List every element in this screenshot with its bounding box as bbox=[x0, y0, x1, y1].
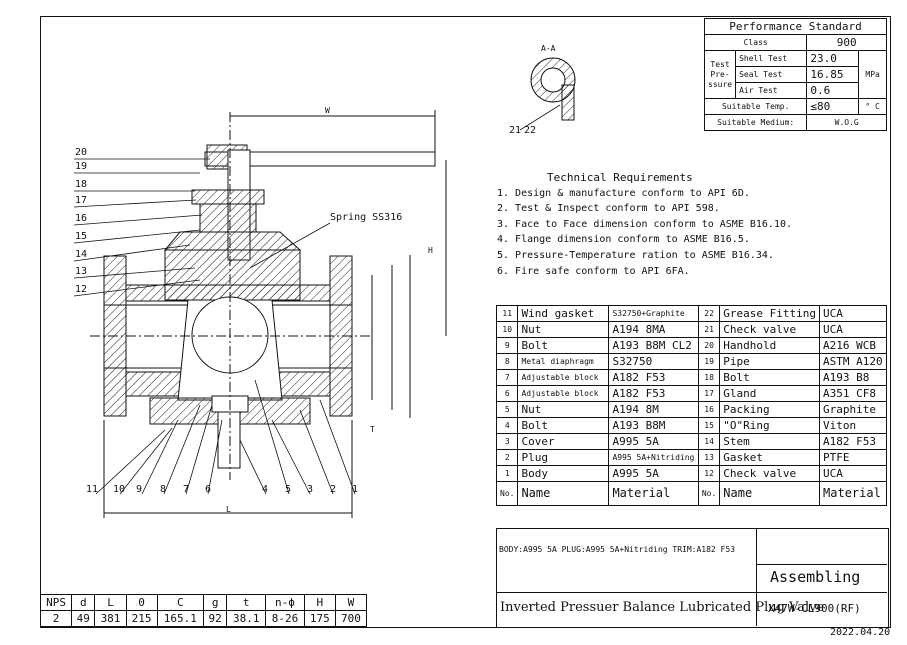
callout-7: 7 bbox=[183, 484, 190, 495]
drawing-frame bbox=[40, 16, 891, 628]
requirement-item: 1. Design & manufacture conform to API 6… bbox=[497, 187, 750, 199]
technical-requirements: Technical Requirements 1. Design & manuf… bbox=[497, 170, 792, 279]
callout-3: 3 bbox=[307, 484, 314, 495]
title-block bbox=[496, 528, 889, 628]
model-number: X47W-CL900(RF) bbox=[768, 602, 861, 615]
callout-20: 20 bbox=[75, 147, 88, 158]
materials-note: BODY:A995 5A PLUG:A995 5A+Nitriding TRIM… bbox=[499, 545, 736, 554]
callout-14: 14 bbox=[75, 249, 88, 260]
callout-8: 8 bbox=[160, 484, 167, 495]
callout-13: 13 bbox=[75, 266, 88, 277]
callout-4: 4 bbox=[262, 484, 269, 495]
callout-6: 6 bbox=[205, 484, 212, 495]
dim-w: W bbox=[325, 106, 330, 115]
callout-12: 12 bbox=[75, 284, 88, 295]
callout-10: 10 bbox=[113, 484, 126, 495]
dim-t: T bbox=[370, 425, 375, 434]
callout-11: 11 bbox=[86, 484, 99, 495]
section-label: A-A bbox=[541, 44, 556, 53]
callout-1: 1 bbox=[352, 484, 359, 495]
requirement-item: 5. Pressure-Temperature ration to ASME B… bbox=[497, 249, 774, 261]
drawing-date: 2022.04.20 bbox=[830, 627, 891, 638]
callout-21: 21 bbox=[509, 125, 522, 136]
assembling-label: Assembling bbox=[770, 568, 861, 586]
callout-15: 15 bbox=[75, 231, 88, 242]
requirement-item: 4. Flange dimension conform to ASME B16.… bbox=[497, 234, 750, 246]
callout-5: 5 bbox=[285, 484, 292, 495]
callout-18: 18 bbox=[75, 179, 88, 190]
callout-19: 19 bbox=[75, 161, 88, 172]
callout-16: 16 bbox=[75, 213, 88, 224]
requirement-item: 6. Fire safe conform to API 6FA. bbox=[497, 265, 690, 277]
callout-22: 22 bbox=[524, 125, 537, 136]
callout-9: 9 bbox=[136, 484, 143, 495]
dim-h: H bbox=[428, 246, 433, 255]
callout-2: 2 bbox=[330, 484, 337, 495]
callout-spring: Spring SS316 bbox=[330, 212, 403, 223]
dim-l: L bbox=[226, 505, 231, 514]
requirement-item: 3. Face to Face dimension conform to ASM… bbox=[497, 218, 793, 230]
product-name: Inverted Pressuer Balance Lubricated Plu… bbox=[500, 600, 825, 615]
requirement-item: 2. Test & Inspect conform to API 598. bbox=[497, 203, 720, 215]
requirements-title: Technical Requirements bbox=[547, 171, 693, 184]
callout-17: 17 bbox=[75, 195, 88, 206]
adjust-bolt bbox=[217, 411, 241, 469]
